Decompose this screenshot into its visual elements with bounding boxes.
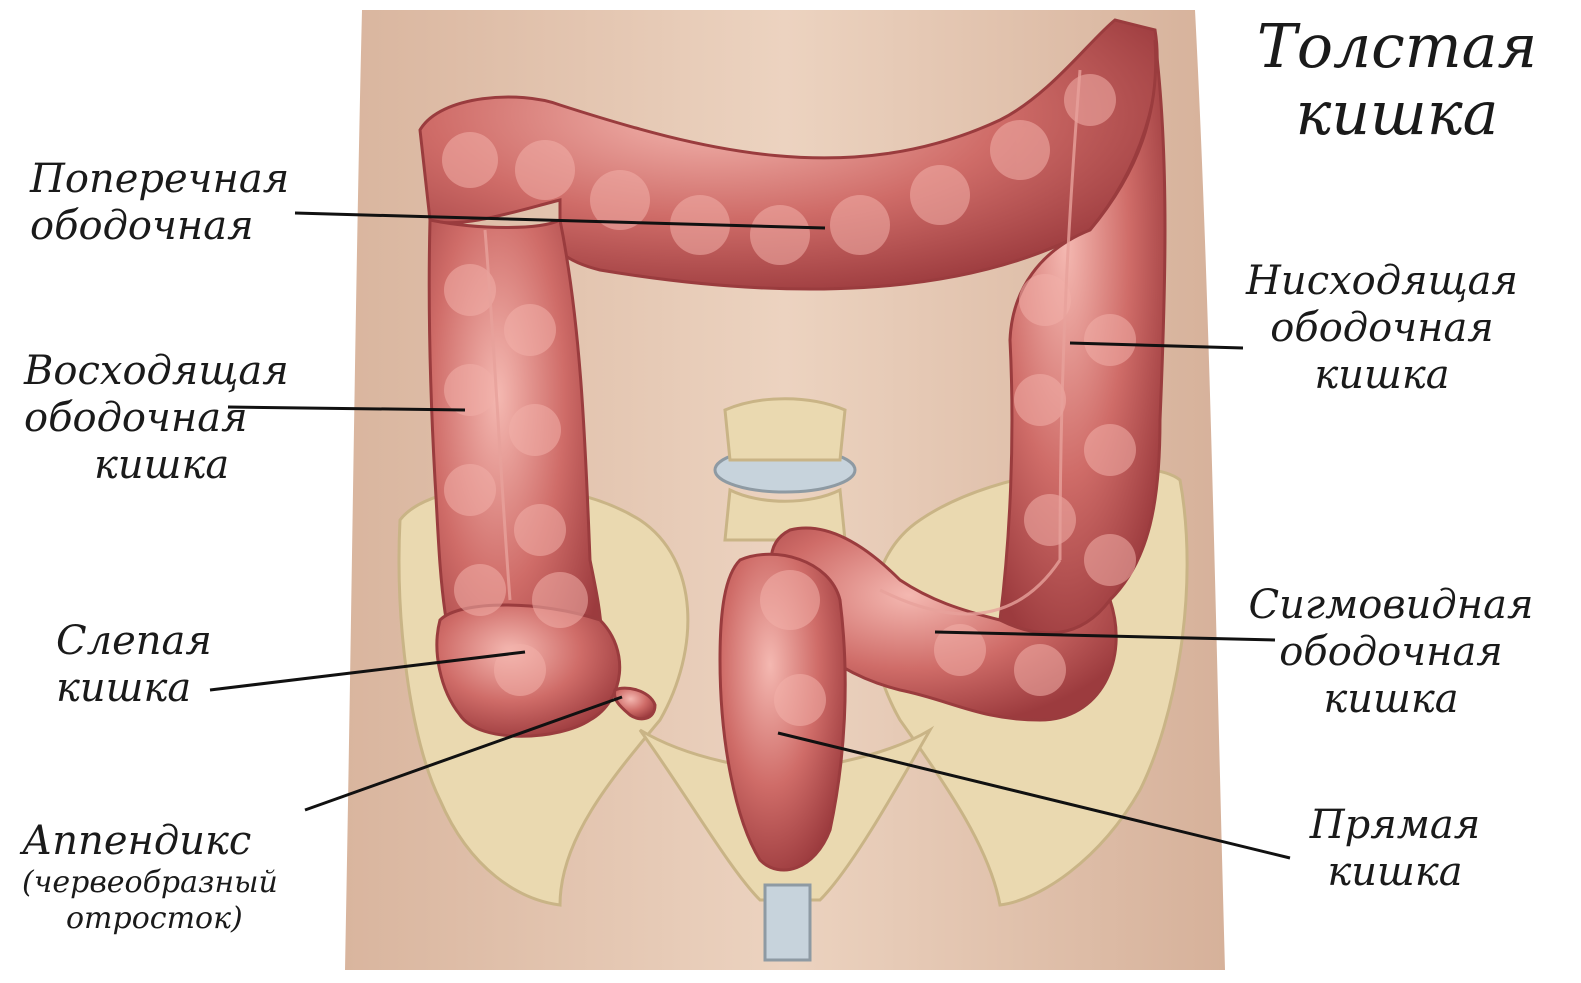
- label-line: Нисходящая: [1232, 258, 1532, 305]
- label-line: Прямая: [1290, 802, 1500, 849]
- label-sigmoid-colon: Сигмовидная ободочная кишка: [1226, 582, 1556, 724]
- title-line-2: кишка: [1232, 81, 1562, 148]
- label-line: кишка: [1232, 352, 1532, 399]
- label-line: Слепая: [56, 618, 212, 665]
- label-rectum: Прямая кишка: [1290, 802, 1500, 896]
- title-line-1: Толстая: [1232, 14, 1562, 81]
- label-descending-colon: Нисходящая ободочная кишка: [1232, 258, 1532, 400]
- label-line: Восходящая: [24, 348, 289, 395]
- label-line: ободочная: [1226, 629, 1556, 676]
- label-ascending-colon: Восходящая ободочная кишка: [24, 348, 289, 490]
- label-line: кишка: [56, 665, 212, 712]
- label-line: отросток): [22, 901, 278, 936]
- label-line: кишка: [24, 442, 289, 489]
- label-line: ободочная: [24, 395, 289, 442]
- label-transverse-colon: Поперечная ободочная: [30, 156, 289, 250]
- label-line: Поперечная: [30, 156, 289, 203]
- label-line: кишка: [1226, 676, 1556, 723]
- label-line: Аппендикс: [22, 818, 278, 865]
- label-line: ободочная: [1232, 305, 1532, 352]
- label-line: ободочная: [30, 203, 289, 250]
- label-line: Сигмовидная: [1226, 582, 1556, 629]
- label-appendix: Аппендикс (червеобразный отросток): [22, 818, 278, 936]
- diagram-title: Толстая кишка: [1232, 14, 1562, 148]
- label-line: (червеобразный: [22, 865, 278, 900]
- label-cecum: Слепая кишка: [56, 618, 212, 712]
- label-line: кишка: [1290, 849, 1500, 896]
